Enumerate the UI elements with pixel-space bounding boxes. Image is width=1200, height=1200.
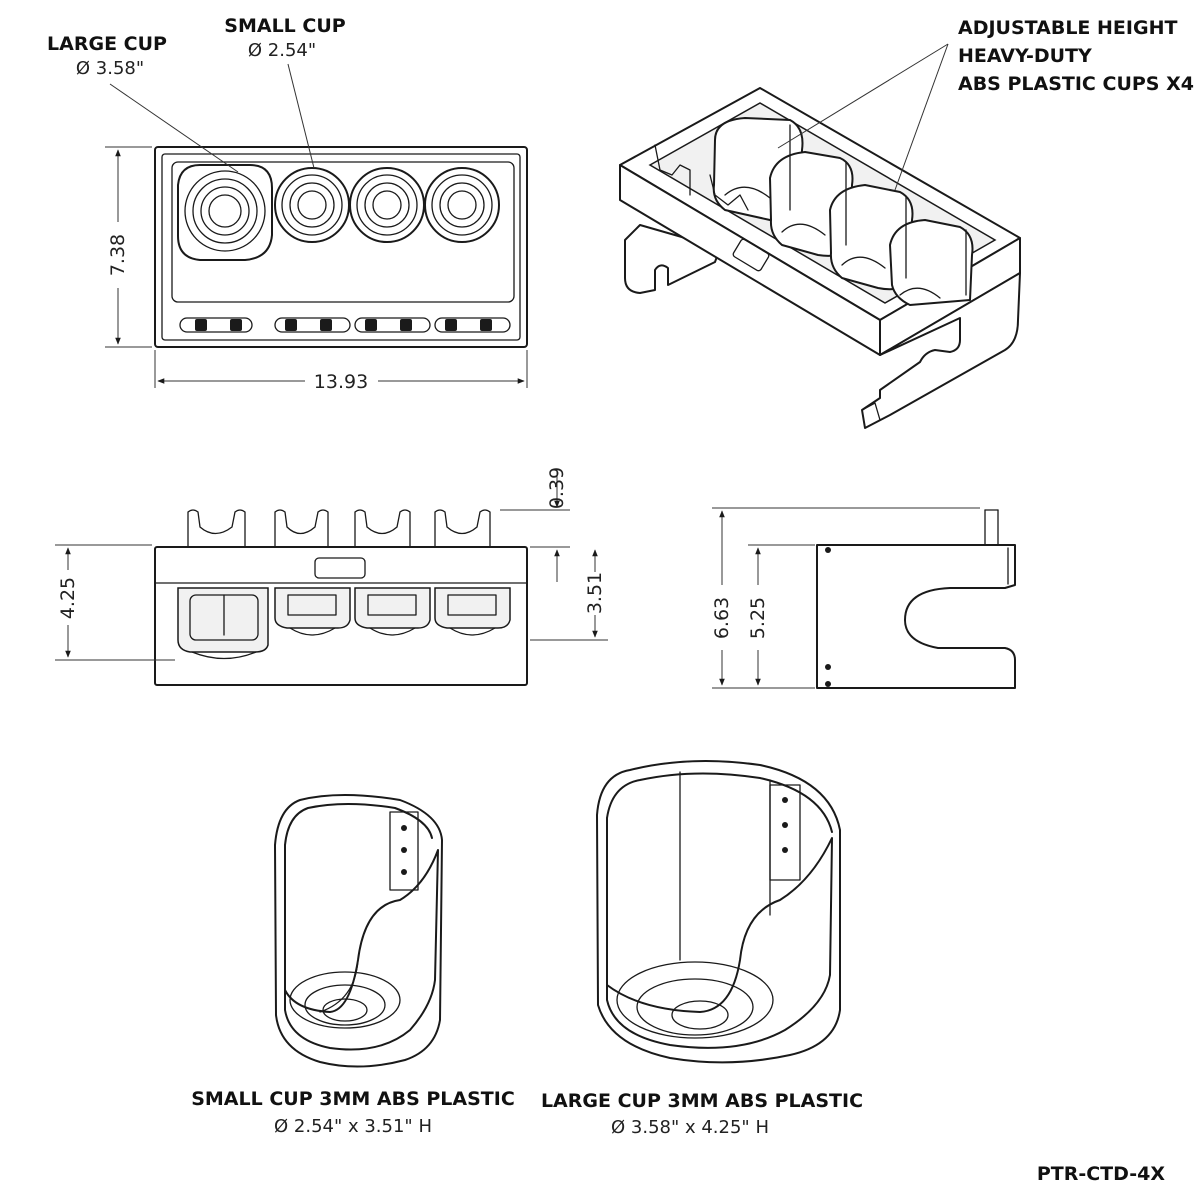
large-cup-caption: LARGE CUP 3MM ABS PLASTIC [541, 1090, 863, 1112]
dim-front-height-label: 4.25 [57, 577, 79, 619]
callout-line-1: ADJUSTABLE HEIGHT [958, 17, 1177, 39]
large-cup-title: LARGE CUP [47, 33, 167, 55]
small-cup-title: SMALL CUP [224, 15, 345, 37]
dim-side-total-height-label: 6.63 [711, 597, 733, 639]
small-cup-callout: SMALL CUP Ø 2.54" [224, 15, 346, 169]
dim-side-height: 5.25 [747, 544, 815, 686]
large-cup-size: Ø 3.58" x 4.25" H [611, 1117, 769, 1138]
iso-cups [712, 117, 974, 306]
top-small-cup-2 [349, 167, 425, 243]
callout-line-3: ABS PLASTIC CUPS X4 [958, 73, 1194, 95]
dim-top-width: 13.93 [154, 350, 528, 393]
front-view: 4.25 0.39 3.51 [55, 467, 608, 686]
dim-top-width-label: 13.93 [314, 371, 368, 393]
front-small-cup-2 [354, 587, 431, 636]
top-small-cup-3 [424, 167, 500, 243]
top-large-cup [177, 164, 273, 261]
large-cup-detail: LARGE CUP 3MM ABS PLASTIC Ø 3.58" x 4.25… [541, 760, 863, 1138]
dim-front-height: 4.25 [55, 544, 175, 661]
dim-top-height: 7.38 [105, 146, 152, 348]
top-clip-row [179, 317, 511, 333]
dim-top-height-label: 7.38 [107, 234, 129, 276]
isometric-view: ADJUSTABLE HEIGHT HEAVY-DUTY ABS PLASTIC… [619, 17, 1194, 429]
large-cup-diameter: Ø 3.58" [76, 58, 144, 79]
part-number: PTR-CTD-4X [1037, 1163, 1166, 1185]
front-small-cup-1 [274, 587, 351, 636]
small-cup-size: Ø 2.54" x 3.51" H [274, 1116, 432, 1137]
small-cup-diameter: Ø 2.54" [248, 40, 316, 61]
small-cup-detail: SMALL CUP 3MM ABS PLASTIC Ø 2.54" x 3.51… [191, 794, 515, 1137]
callout-line-2: HEAVY-DUTY [958, 45, 1092, 67]
dim-front-cup-height-label: 3.51 [584, 572, 606, 614]
side-view: 6.63 5.25 [711, 507, 1016, 689]
small-cup-caption: SMALL CUP 3MM ABS PLASTIC [191, 1088, 515, 1110]
top-small-cup-1 [274, 167, 350, 243]
dim-side-height-label: 5.25 [747, 597, 769, 639]
top-view: 7.38 13.93 LARGE CUP Ø 3.58" SMALL CUP Ø… [47, 15, 528, 393]
dim-front-cup-height: 3.51 [530, 549, 608, 641]
dim-front-tab: 0.39 [500, 467, 570, 582]
front-forks [187, 509, 491, 548]
large-cup-callout: LARGE CUP Ø 3.58" [47, 33, 239, 173]
dim-front-tab-label: 0.39 [546, 467, 568, 509]
dim-side-total-height: 6.63 [711, 507, 980, 689]
iso-callout: ADJUSTABLE HEIGHT HEAVY-DUTY ABS PLASTIC… [777, 17, 1194, 191]
front-large-cup [177, 587, 269, 660]
front-small-cup-3 [434, 587, 511, 636]
